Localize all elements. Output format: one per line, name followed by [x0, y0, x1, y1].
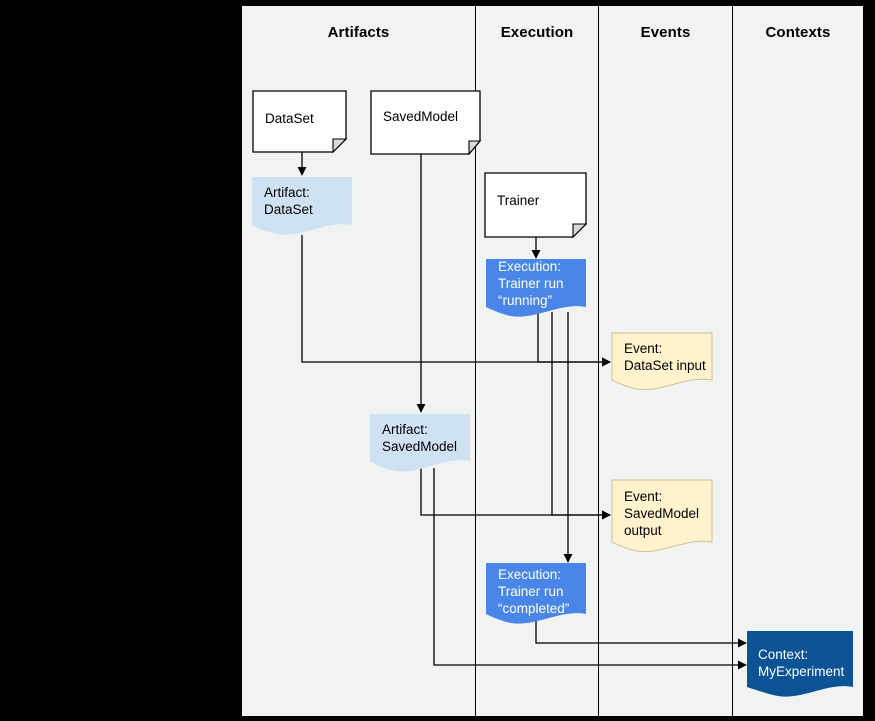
node-execution-completed[interactable] [486, 563, 586, 624]
node-execution-running[interactable] [486, 259, 586, 317]
edge-artifact-savedmodel-to-event-output [420, 468, 611, 520]
nodes-layer [252, 90, 853, 697]
edge-execution-running-to-event-input [537, 312, 611, 367]
lineage-diagram: Artifacts Execution Events Contexts [242, 6, 863, 716]
lane-title-execution: Execution [500, 24, 574, 41]
connectors-layer [297, 152, 747, 670]
node-event-savedmodel-output[interactable] [611, 479, 713, 553]
node-type-savedmodel[interactable] [370, 90, 482, 156]
node-context-myexperiment[interactable] [747, 631, 853, 697]
lane-title-artifacts: Artifacts [327, 24, 390, 41]
node-artifact-dataset[interactable] [252, 177, 352, 235]
node-type-dataset[interactable] [252, 90, 348, 154]
lane-title-events: Events [640, 24, 691, 41]
edge-artifact-savedmodel-to-context [433, 468, 747, 670]
node-event-dataset-input[interactable] [611, 332, 713, 391]
edge-execution-completed-to-context [535, 620, 747, 648]
lane-title-contexts: Contexts [765, 24, 831, 41]
node-artifact-savedmodel[interactable] [370, 414, 470, 472]
edge-artifact-dataset-to-event [301, 235, 611, 367]
node-type-trainer[interactable] [484, 172, 588, 239]
